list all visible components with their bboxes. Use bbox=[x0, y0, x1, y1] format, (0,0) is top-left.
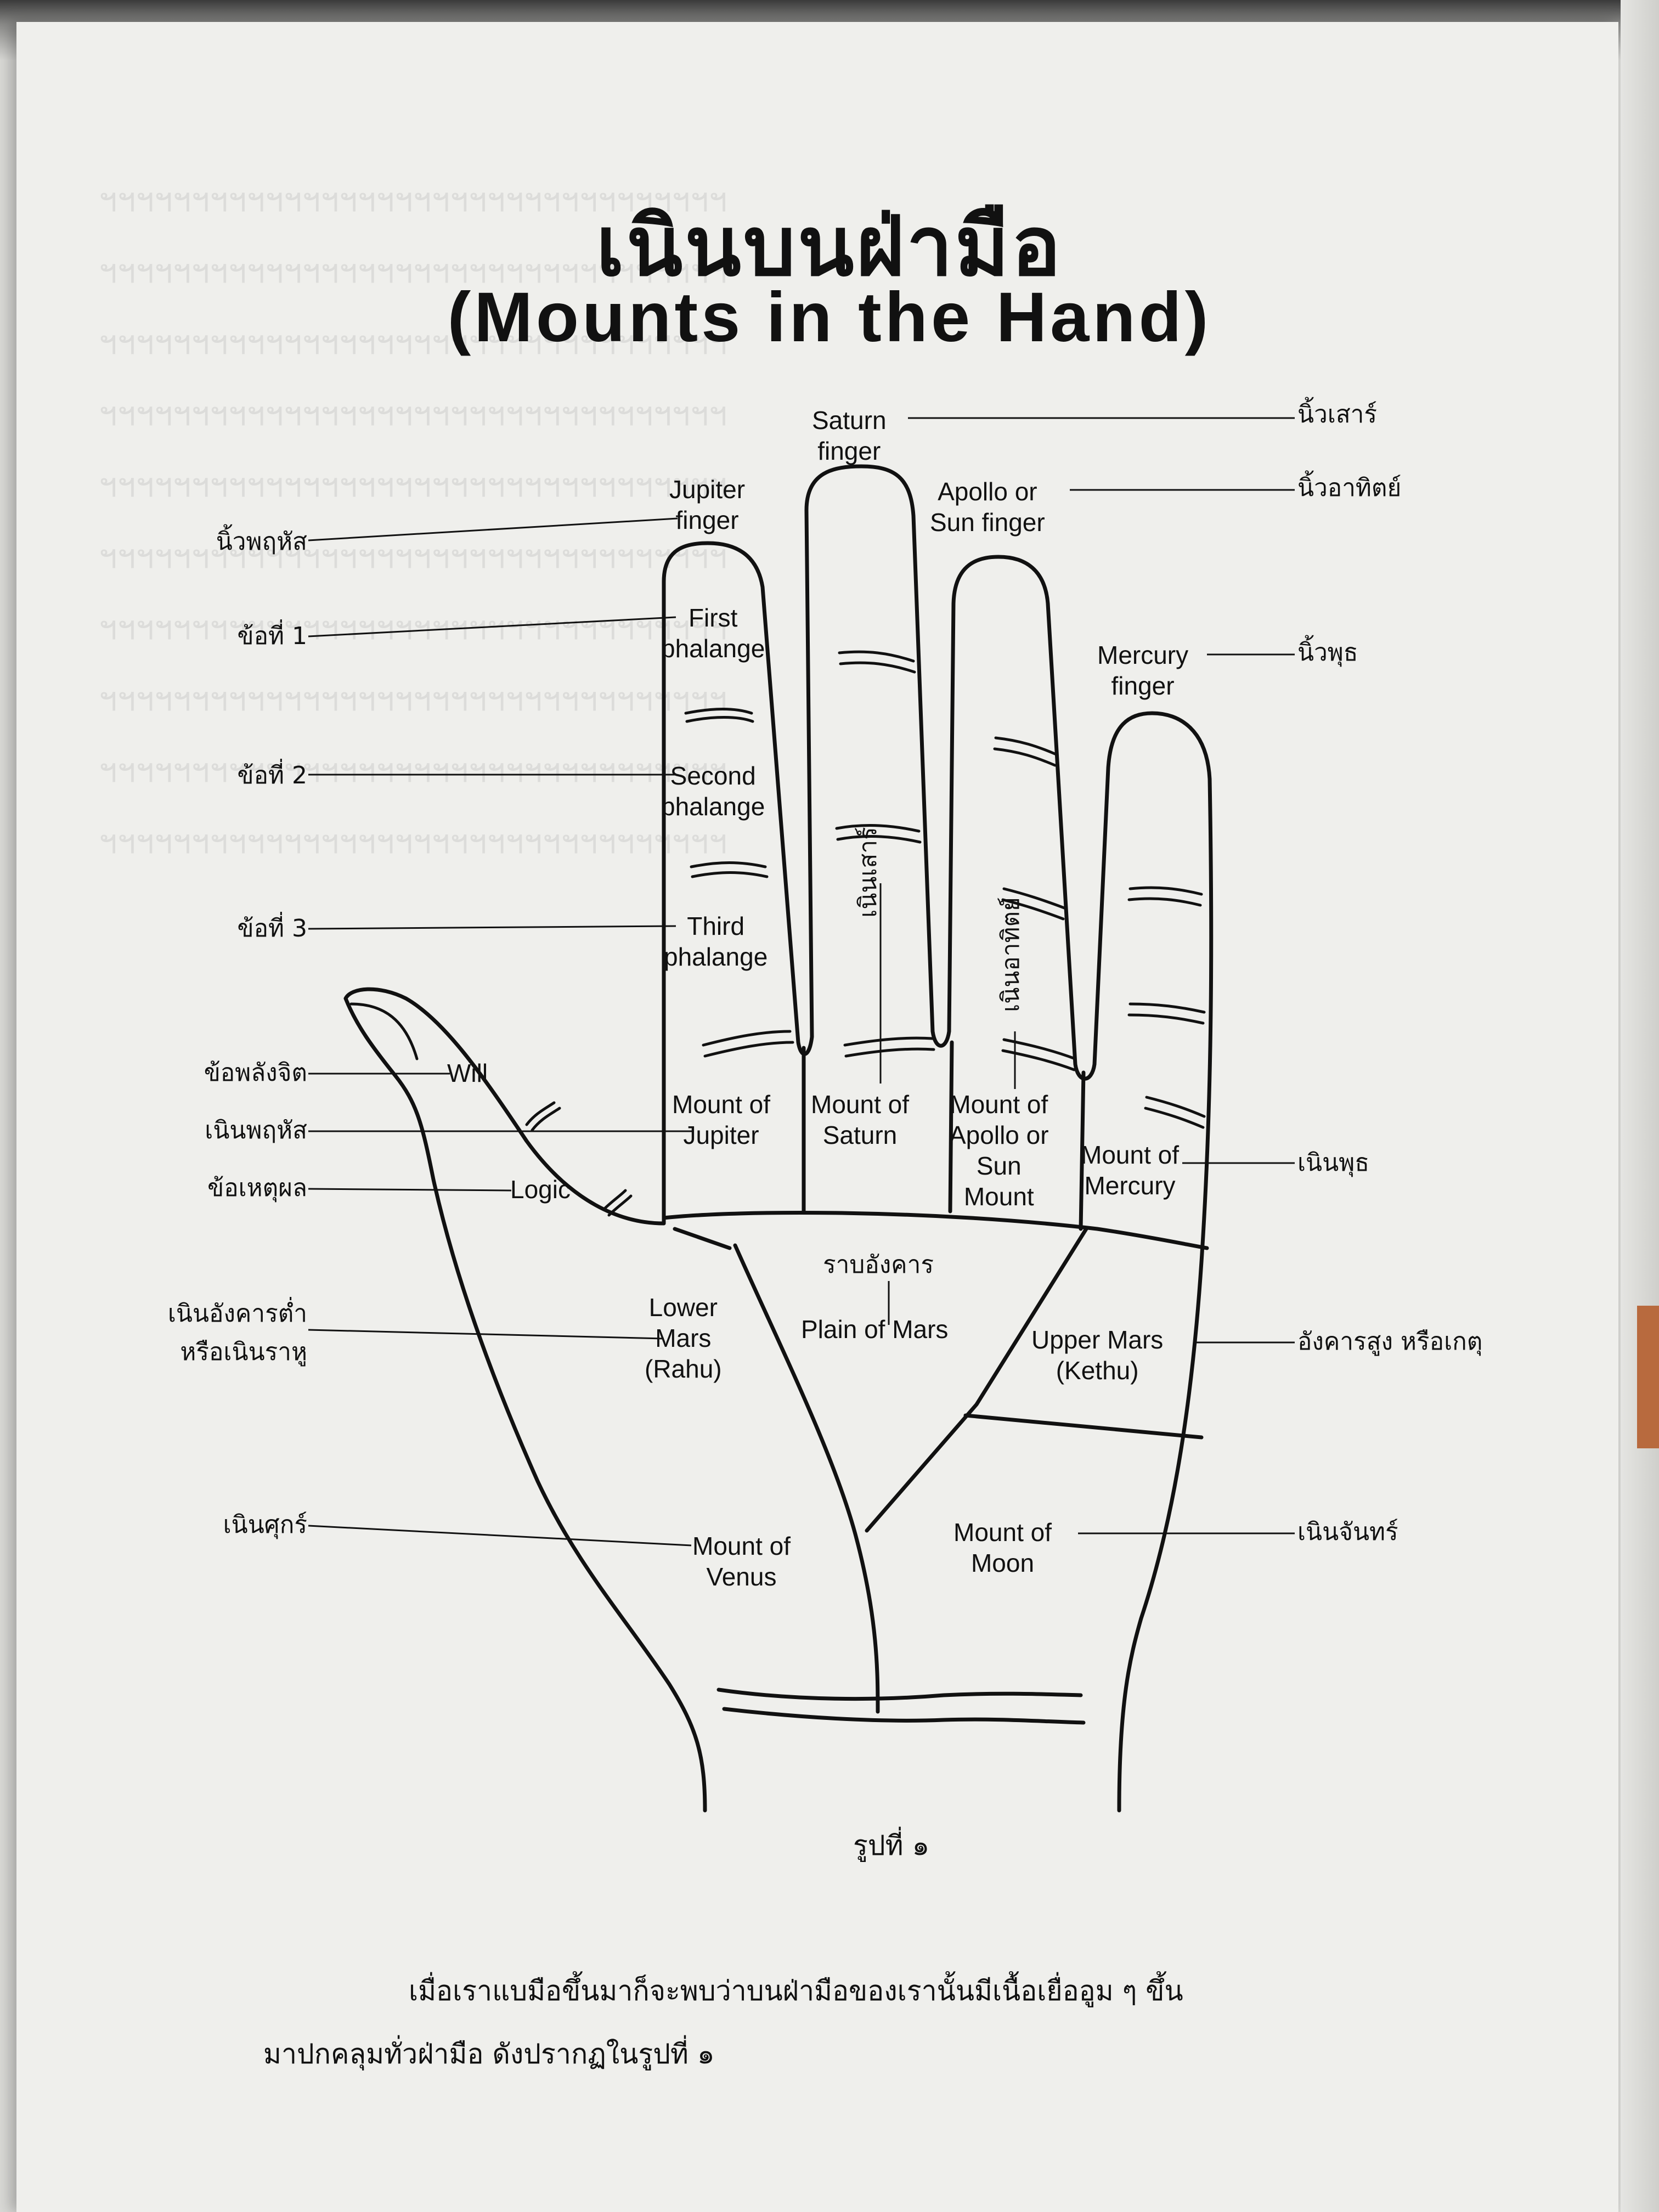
first-phalange-label: First phalange bbox=[661, 602, 765, 664]
plain-of-mars-label: Plain of Mars bbox=[801, 1315, 949, 1344]
plain-of-mars-thai: ราบอังคาร bbox=[823, 1251, 934, 1279]
mount-mercury-text: Mount of Mercury bbox=[1081, 1141, 1179, 1200]
figure-caption: รูปที่ ๑ bbox=[853, 1830, 930, 1861]
mount-apollo-thai: เนินอาทิตย์ bbox=[997, 897, 1025, 1012]
page-title-english: (Mounts in the Hand) bbox=[447, 278, 1212, 357]
third-phalange-thai: ข้อที่ 3 bbox=[237, 915, 308, 943]
apollo-finger-text: Apollo or Sun finger bbox=[930, 477, 1045, 537]
first-phalange-thai: ข้อที่ 1 bbox=[237, 622, 308, 650]
second-phalange-text: Second phalange bbox=[661, 761, 765, 821]
jupiter-finger-thai: นิ้วพฤหัส bbox=[216, 528, 307, 556]
mount-saturn-thai: เนินเสาร์ bbox=[854, 827, 882, 918]
mount-mercury-thai: เนินพุธ bbox=[1297, 1149, 1370, 1177]
lower-mars-thai-text: เนินอังคารต่ำ หรือเนินราหู bbox=[167, 1300, 307, 1366]
second-phalange-thai: ข้อที่ 2 bbox=[237, 761, 308, 789]
mount-venus-text: Mount of Venus bbox=[692, 1532, 791, 1591]
will-label: Will bbox=[447, 1059, 488, 1087]
mount-moon-text: Mount of Moon bbox=[953, 1518, 1052, 1577]
book-page bbox=[16, 22, 1618, 2212]
plain-of-mars-triangle bbox=[733, 1243, 880, 1714]
saturn-finger-label: Saturn finger bbox=[812, 405, 887, 466]
will-thai: ข้อพลังจิต bbox=[204, 1059, 307, 1087]
saturn-finger-text: Saturn finger bbox=[812, 406, 887, 465]
body-text-line-1: เมื่อเราแบมือขึ้นมาก็จะพบว่าบนฝ่ามือของเ… bbox=[409, 1975, 1183, 2007]
mercury-finger-text: Mercury finger bbox=[1097, 641, 1189, 700]
mount-apollo-label: Mount of Apollo or Sun Mount bbox=[949, 1089, 1049, 1212]
first-phalange-text: First phalange bbox=[661, 603, 765, 663]
mount-saturn-label: Mount of Saturn bbox=[811, 1089, 909, 1150]
page-title-thai: เนินบนฝ่ามือ bbox=[596, 199, 1063, 295]
upper-mars-label: Upper Mars (Kethu) bbox=[1031, 1324, 1163, 1386]
mount-apollo-text: Mount of Apollo or Sun Mount bbox=[949, 1090, 1049, 1211]
mount-jupiter-thai: เนินพฤหัส bbox=[205, 1116, 307, 1144]
book-edge-right bbox=[1621, 0, 1659, 2212]
mount-jupiter-text: Mount of Jupiter bbox=[672, 1090, 770, 1149]
lower-mars-text: Lower Mars (Rahu) bbox=[645, 1293, 722, 1383]
hand-outline bbox=[343, 464, 1214, 1813]
mercury-finger-label: Mercury finger bbox=[1097, 640, 1188, 701]
finger-base-line bbox=[662, 1210, 1209, 1250]
mercury-finger-thai: นิ้วพุธ bbox=[1297, 639, 1358, 667]
mount-moon-label: Mount of Moon bbox=[953, 1517, 1052, 1578]
mount-venus-label: Mount of Venus bbox=[692, 1531, 791, 1592]
lower-mars-label: Lower Mars (Rahu) bbox=[645, 1292, 722, 1384]
bleed-through-texture: ฯฯฯฯฯฯฯฯฯฯฯฯฯฯฯฯฯฯฯฯฯฯฯฯฯฯฯฯฯฯฯฯฯฯฯฯฯฯฯฯ… bbox=[99, 181, 727, 861]
third-phalange-label: Third phalange bbox=[664, 911, 768, 972]
mount-moon-thai: เนินจันทร์ bbox=[1297, 1518, 1398, 1546]
apollo-finger-thai: นิ้วอาทิตย์ bbox=[1297, 474, 1402, 502]
logic-thai: ข้อเหตุผล bbox=[207, 1174, 307, 1202]
upper-mars-text: Upper Mars (Kethu) bbox=[1031, 1325, 1164, 1385]
mount-venus-thai: เนินศุกร์ bbox=[223, 1511, 307, 1539]
book-edge-tab bbox=[1637, 1306, 1659, 1448]
logic-label: Logic bbox=[510, 1175, 571, 1204]
saturn-finger-thai: นิ้วเสาร์ bbox=[1297, 400, 1378, 428]
jupiter-finger-label: Jupiter finger bbox=[669, 474, 745, 535]
mount-saturn-text: Mount of Saturn bbox=[811, 1090, 909, 1149]
mount-jupiter-label: Mount of Jupiter bbox=[672, 1089, 770, 1150]
lower-mars-thai: เนินอังคารต่ำ หรือเนินราหู bbox=[137, 1295, 307, 1372]
third-phalange-text: Third phalange bbox=[664, 912, 768, 971]
apollo-finger-label: Apollo or Sun finger bbox=[930, 476, 1045, 538]
mount-mercury-label: Mount of Mercury bbox=[1081, 1139, 1179, 1201]
second-phalange-label: Second phalange bbox=[661, 760, 765, 822]
body-text-line-2: มาปกคลุมทั่วฝ่ามือ ดังปรากฏในรูปที่ ๑ bbox=[263, 2038, 715, 2070]
jupiter-finger-text: Jupiter finger bbox=[669, 475, 746, 534]
upper-mars-thai: อังคารสูง หรือเกตุ bbox=[1297, 1328, 1483, 1356]
